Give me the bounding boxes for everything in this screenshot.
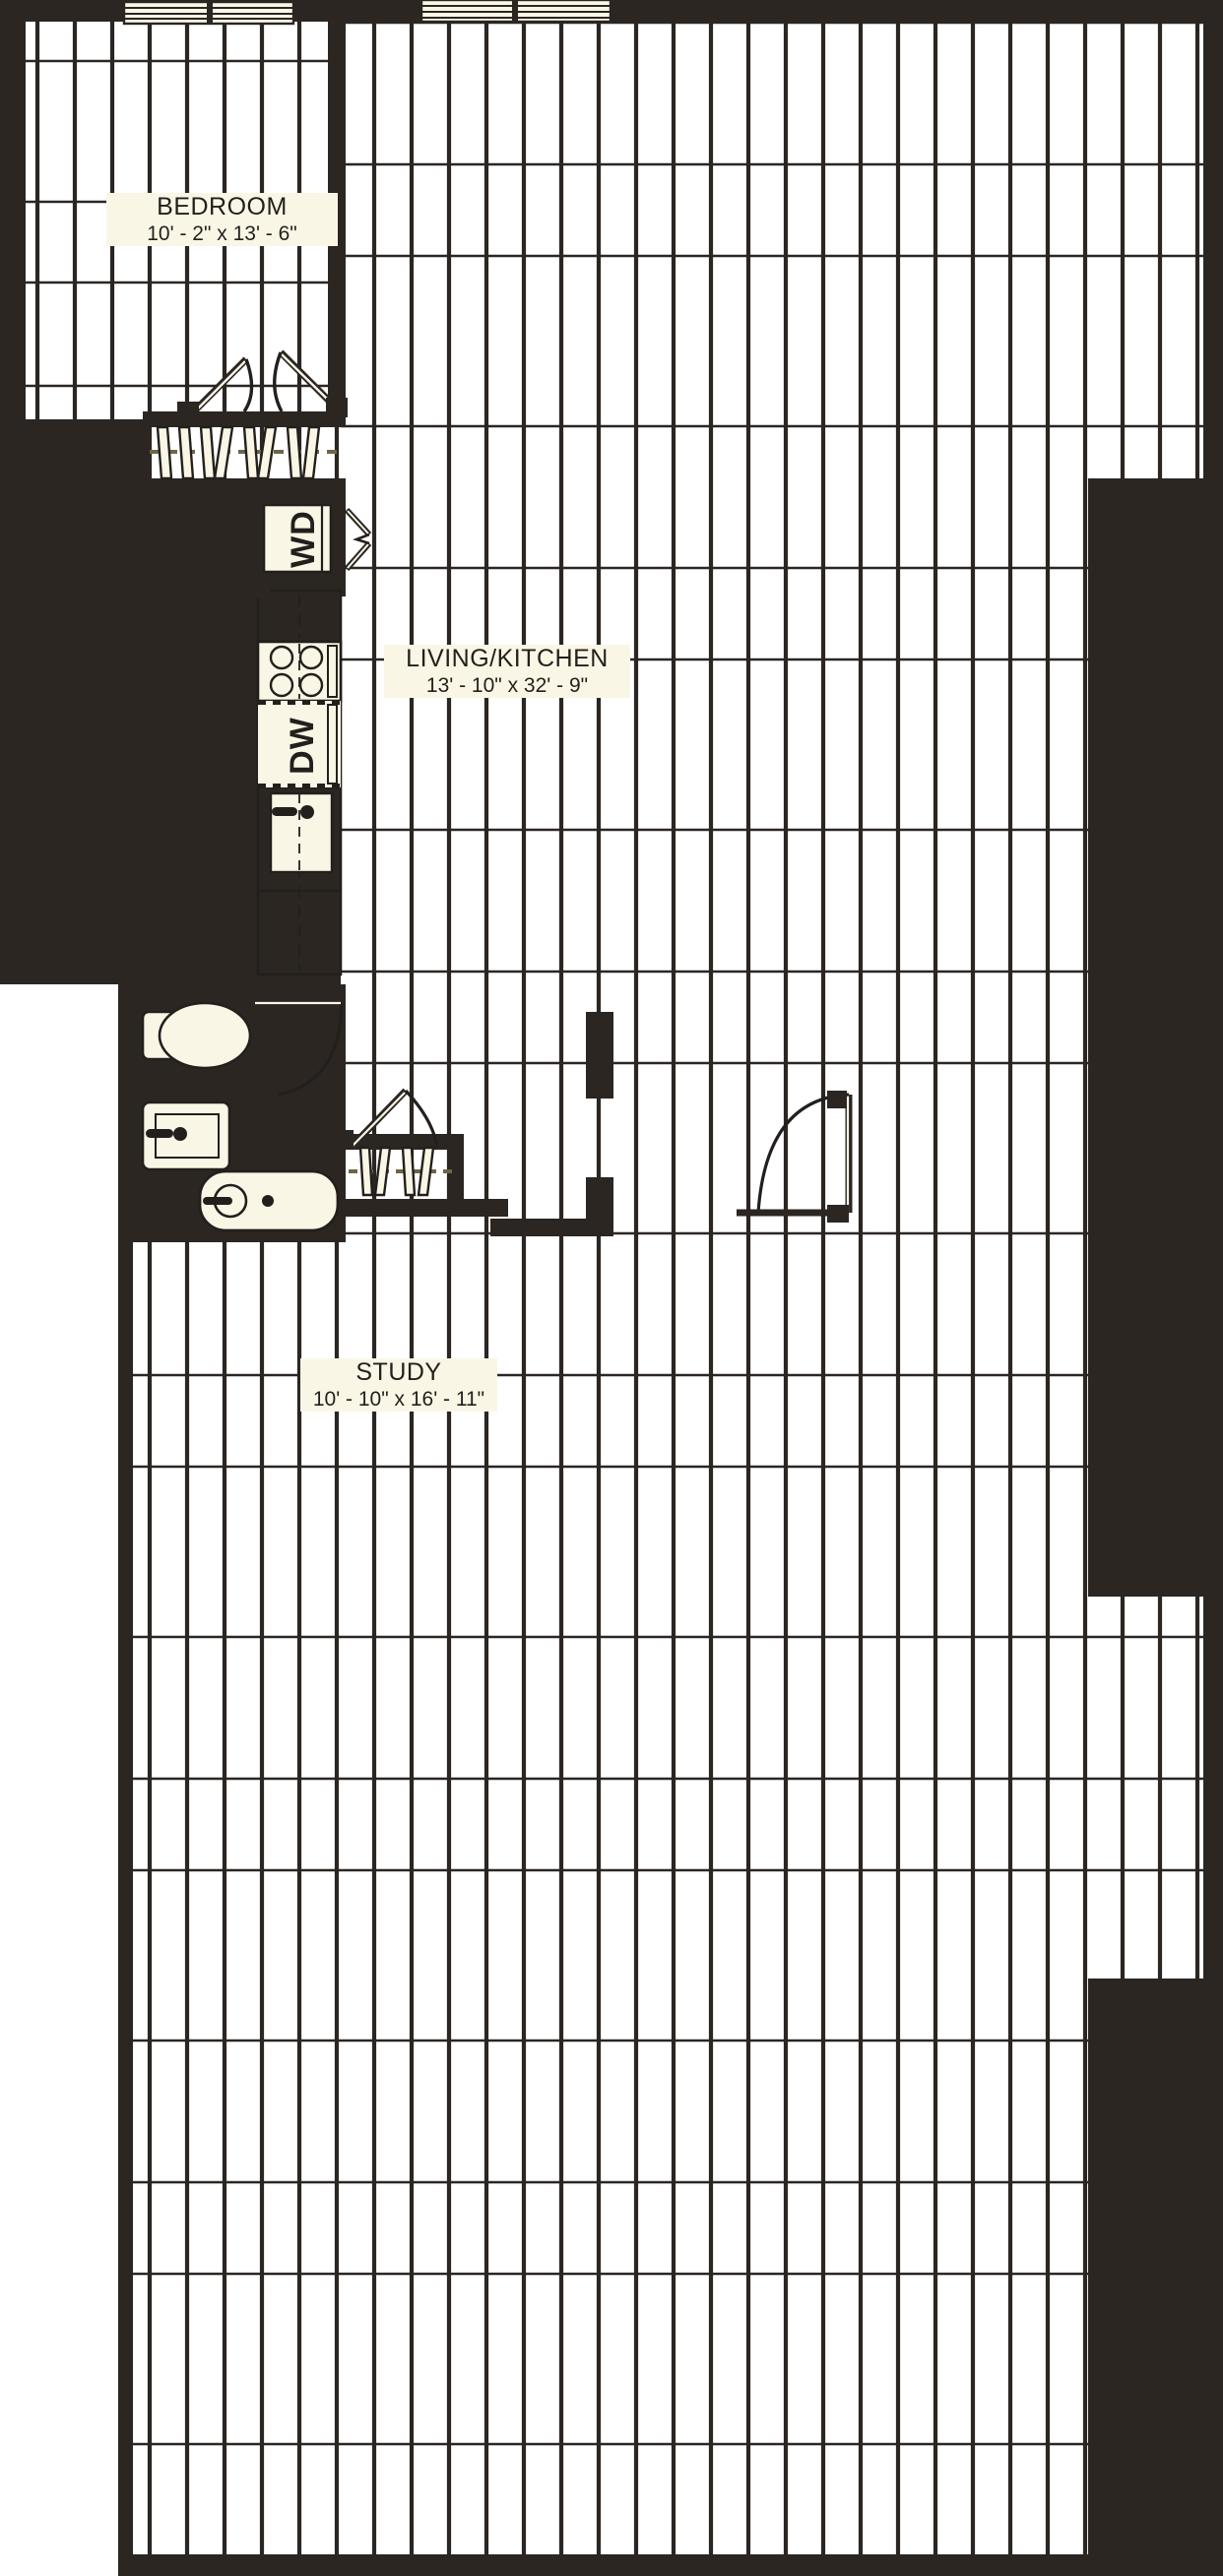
kitchen-sink-with-faucet	[269, 791, 334, 874]
window-living	[419, 0, 612, 24]
bedroom-door-right[interactable]	[273, 349, 335, 412]
dishwasher	[258, 701, 341, 787]
wd-closet-door[interactable]	[344, 507, 372, 571]
bedroom-floor	[26, 22, 341, 419]
toilet	[141, 1001, 252, 1070]
bedroom-door-left[interactable]	[190, 356, 254, 415]
door-jambs	[177, 398, 354, 1150]
appliance-label-dishwasher: DW	[283, 717, 321, 775]
bath-door[interactable]	[254, 998, 344, 1097]
entry-jamb-top	[827, 1091, 847, 1108]
appliance-label-washer-dryer: WD	[284, 510, 322, 568]
study-closet-hanging-rod	[349, 1146, 459, 1197]
washer-dryer-unit	[262, 503, 333, 574]
bathroom-vanity-sink	[141, 1100, 231, 1171]
window-bedroom	[122, 0, 295, 26]
four-burner-cooktop	[256, 640, 343, 703]
entry-jamb-bottom	[827, 1205, 849, 1223]
bathtub-with-shower	[198, 1169, 340, 1232]
bedroom-closet-hanging-rod	[150, 425, 339, 480]
study-closet-door[interactable]	[348, 1088, 439, 1151]
